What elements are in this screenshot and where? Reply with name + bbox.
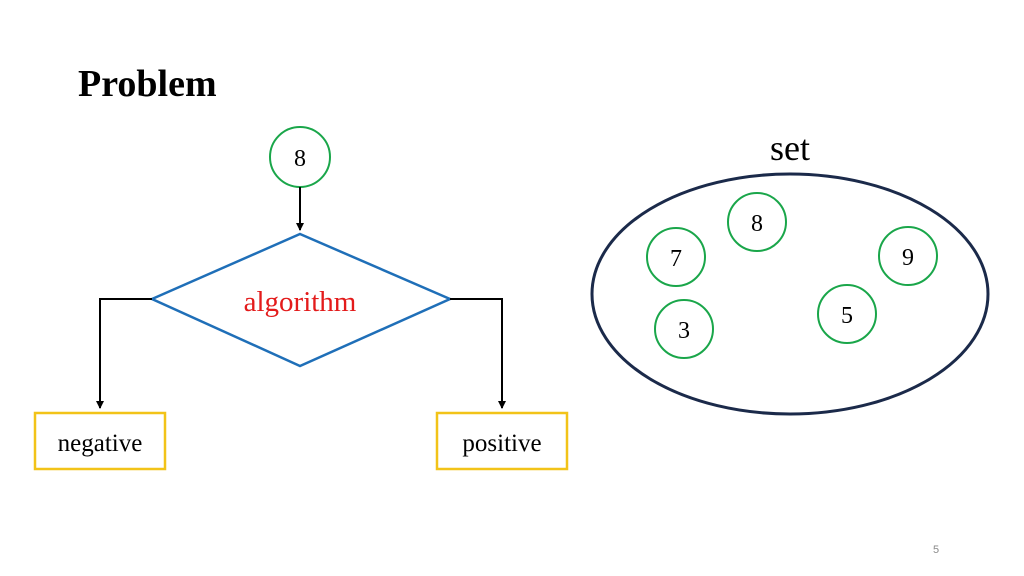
set-element: 5 [817, 284, 877, 344]
set-element: 7 [646, 227, 706, 287]
decision-label: algorithm [244, 286, 357, 318]
output-negative-label: negative [58, 430, 143, 457]
set-ellipse [590, 172, 990, 416]
set-element: 3 [654, 299, 714, 359]
output-positive-label: positive [462, 430, 541, 457]
output-negative-box: negative [33, 411, 167, 471]
set-element: 9 [878, 226, 938, 286]
decision-diamond: algorithm [148, 232, 454, 368]
set-element-label: 8 [751, 211, 763, 237]
page-number: 5 [933, 544, 940, 556]
set-label: set [770, 128, 810, 168]
set-element-label: 7 [670, 246, 682, 272]
input-node: 8 [269, 126, 331, 188]
output-positive-box: positive [435, 411, 569, 471]
slide-title: Problem [78, 63, 217, 105]
set-element: 8 [727, 192, 787, 252]
arrow-decision-to-positive [450, 298, 506, 409]
set-element-label: 3 [678, 318, 690, 344]
set-element-label: 9 [902, 245, 914, 271]
set-element-label: 5 [841, 303, 853, 329]
arrow-decision-to-negative [96, 298, 152, 409]
input-node-label: 8 [294, 146, 306, 172]
